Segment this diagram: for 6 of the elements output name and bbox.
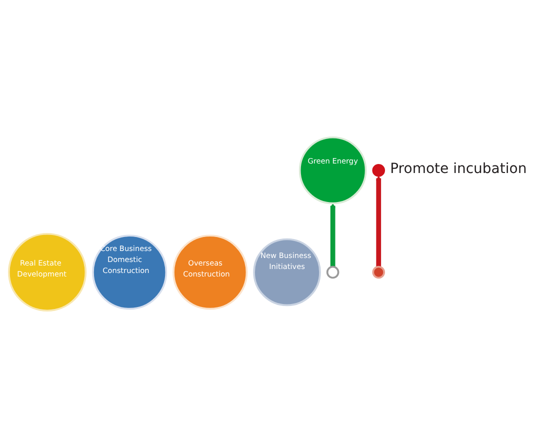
node-circle <box>372 164 386 177</box>
node-circle <box>372 266 386 279</box>
arrow <box>376 176 382 267</box>
arrow <box>330 203 336 267</box>
node-circle <box>326 266 340 279</box>
caption-text: Promote incubation <box>390 161 527 178</box>
